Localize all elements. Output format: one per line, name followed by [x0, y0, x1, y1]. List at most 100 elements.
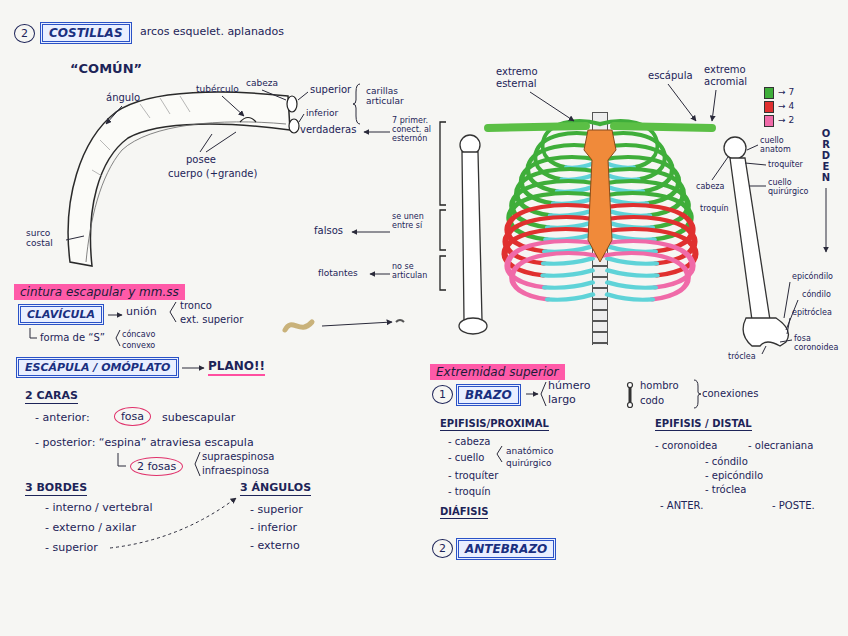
legend-label: → 2: [778, 115, 794, 125]
note-text: cuello quirúrgico: [768, 178, 818, 196]
note-text: tubérculo: [196, 84, 239, 94]
note-text: 2 CARAS: [25, 390, 78, 404]
note-text: - cabeza: [448, 436, 490, 448]
note-text: se unen entre sí: [392, 212, 438, 230]
node-text: CLAVÍCULA: [27, 308, 95, 321]
note-text: - troquíter: [448, 470, 498, 482]
callout-number: 2: [14, 24, 35, 43]
note-text: PLANO!!: [208, 360, 265, 376]
callout-number: 2: [432, 539, 453, 558]
note-text: - epicóndilo: [705, 470, 763, 482]
note-text: flotantes: [318, 268, 358, 278]
note-text: epitróclea: [792, 308, 832, 317]
note-text: infraespinosa: [202, 465, 269, 477]
note-text: 3 BORDES: [25, 482, 87, 496]
note-text: - inferior: [250, 522, 297, 535]
note-text: - cóndilo: [705, 456, 748, 468]
node-text: ANTEBRAZO: [465, 542, 547, 556]
note-text: - cuello: [448, 452, 484, 464]
note-text: epicóndilo: [792, 272, 833, 281]
node-text: ESCÁPULA / OMÓPLATO: [25, 361, 170, 374]
note-text: extremo esternal: [496, 66, 552, 89]
note-text: ext. superior: [180, 314, 243, 326]
note-text: quirúrgico: [506, 458, 552, 468]
note-text: cóndilo: [802, 290, 831, 299]
note-text: anatómico: [506, 446, 554, 456]
node-text: 1: [439, 388, 446, 401]
note-text: - externo: [250, 540, 300, 553]
legend-row: → 7: [764, 86, 794, 99]
node-text: cintura escapular y mm.ss: [20, 285, 179, 299]
note-text: - POSTE.: [772, 500, 815, 512]
circled-word: fosa: [114, 407, 151, 426]
note-text: hombro: [640, 380, 679, 392]
note-text: extremo acromial: [704, 64, 756, 87]
note-text: húmero: [548, 380, 590, 393]
node-text: 2 fosas: [137, 460, 176, 473]
note-text: unión: [126, 306, 157, 319]
note-text: falsos: [314, 225, 343, 237]
note-text: - olecraniana: [748, 440, 813, 452]
node-text: 2: [21, 27, 28, 40]
circled-word: 2 fosas: [130, 457, 183, 476]
note-text: tróclea: [728, 352, 756, 361]
legend-row: → 2: [764, 114, 794, 127]
node-text: COSTILLAS: [49, 26, 123, 40]
node-text: fosa: [121, 410, 144, 423]
heading-box: CLAVÍCULA: [18, 304, 104, 325]
note-text: 3 ÁNGULOS: [240, 482, 311, 496]
note-text: - superior: [45, 542, 98, 555]
note-text: supraespinosa: [202, 451, 274, 463]
note-text: cuerpo (+grande): [168, 168, 257, 180]
note-text: conexiones: [702, 388, 758, 400]
note-text: - superior: [250, 504, 303, 517]
note-text: cóncavo: [122, 330, 155, 339]
highlight-band: Extremidad superior: [430, 364, 565, 380]
note-text: EPIFISIS / DISTAL: [655, 418, 752, 431]
note-text: - anterior:: [35, 412, 90, 425]
heading-box: BRAZO: [456, 384, 521, 406]
note-text: troquíter: [768, 160, 803, 169]
note-text: tronco: [180, 300, 212, 312]
legend-label: → 4: [778, 101, 794, 111]
note-text: 7 primer. conect. al esternón: [392, 116, 438, 144]
note-text: ORDEN: [821, 128, 831, 183]
note-text: inferior: [306, 108, 338, 118]
note-text: - posterior: “espina” atraviesa escapula: [35, 437, 254, 450]
heading-box: ANTEBRAZO: [456, 538, 556, 560]
note-text: EPIFISIS/PROXIMAL: [440, 418, 549, 431]
note-text: - tróclea: [705, 484, 746, 496]
note-text: cabeza: [696, 182, 724, 191]
legend-row: → 4: [764, 100, 794, 113]
note-text: forma de “S”: [40, 332, 105, 344]
note-text: - interno / vertebral: [45, 502, 153, 515]
legend-label: → 7: [778, 87, 794, 97]
note-text: - externo / axilar: [45, 522, 136, 535]
note-text: carillas articular: [366, 86, 418, 107]
node-text: 2: [439, 542, 446, 555]
note-text: surco costal: [26, 228, 66, 249]
note-text: superior: [310, 84, 351, 96]
note-text: - ANTER.: [660, 500, 703, 512]
heading-box: COSTILLAS: [40, 22, 132, 44]
note-text: fosa coronoidea: [794, 334, 844, 352]
node-text: BRAZO: [465, 388, 512, 402]
note-text: - troquín: [448, 486, 491, 498]
note-text: DIÁFISIS: [440, 506, 488, 519]
note-text: posee: [186, 154, 216, 166]
note-text: ángulo: [106, 92, 140, 104]
note-text: convexo: [122, 341, 155, 350]
note-text: troquín: [700, 204, 729, 213]
note-text: codo: [640, 395, 664, 407]
note-text: arcos esquelet. aplanados: [140, 26, 284, 39]
note-text: - coronoidea: [655, 440, 717, 452]
note-text: verdaderas: [300, 124, 356, 136]
legend-swatch: [764, 115, 774, 127]
note-text: escápula: [648, 70, 693, 82]
node-text: Extremidad superior: [436, 365, 559, 379]
note-text: subescapular: [162, 412, 235, 425]
note-text: cabeza: [246, 78, 278, 88]
note-text: cuello anatom: [760, 136, 800, 154]
note-text: largo: [548, 394, 576, 407]
